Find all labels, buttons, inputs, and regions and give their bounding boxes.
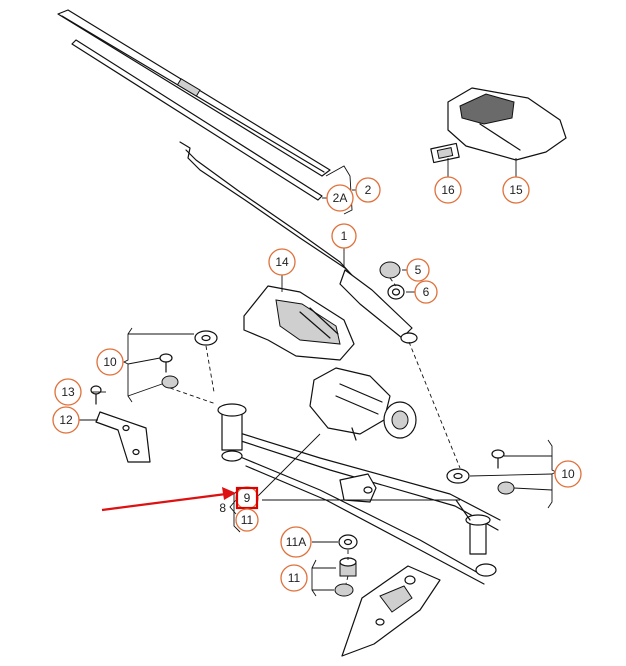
svg-text:5: 5 xyxy=(415,263,422,277)
svg-text:16: 16 xyxy=(441,183,455,197)
connector-16 xyxy=(430,142,460,164)
callout-14: 14 xyxy=(268,248,296,276)
wiper-motor xyxy=(309,367,417,441)
cover-15 xyxy=(447,87,567,161)
screw-13 xyxy=(90,385,102,405)
red-pointer-arrow xyxy=(101,487,236,512)
nut-11a xyxy=(338,534,358,550)
svg-text:11A: 11A xyxy=(286,535,306,549)
wiper-linkage-frame xyxy=(217,403,501,585)
callout-8: 8 xyxy=(219,499,237,515)
svg-text:11: 11 xyxy=(241,513,254,527)
grommet-11 xyxy=(334,583,354,597)
callout-16: 16 xyxy=(434,176,462,204)
svg-text:15: 15 xyxy=(509,183,523,197)
svg-text:11: 11 xyxy=(288,571,301,585)
callout-9-highlighted: 9 xyxy=(235,486,259,510)
svg-text:12: 12 xyxy=(59,413,73,427)
callout-13: 13 xyxy=(54,378,82,406)
grommet-10-left xyxy=(161,375,179,389)
nut-6 xyxy=(387,284,405,300)
callout-10-left: 10 xyxy=(96,348,124,376)
callout-2a: 2A xyxy=(326,184,354,212)
cap-5 xyxy=(379,261,401,279)
grommet-10-right xyxy=(497,481,515,495)
svg-text:10: 10 xyxy=(561,467,575,481)
screw-10-right xyxy=(491,449,505,469)
callout-15: 15 xyxy=(502,176,530,204)
svg-text:1: 1 xyxy=(341,229,348,243)
bracket-12 xyxy=(95,411,151,463)
svg-text:9: 9 xyxy=(244,491,251,505)
washer-10-right xyxy=(446,468,470,484)
wiper-arm-1 xyxy=(179,141,418,344)
callout-1: 1 xyxy=(331,223,357,249)
svg-text:2: 2 xyxy=(365,183,372,197)
svg-text:6: 6 xyxy=(423,285,430,299)
screw-10-left xyxy=(159,353,173,373)
svg-text:13: 13 xyxy=(61,385,75,399)
spacer-11 xyxy=(339,557,357,577)
callout-11-under-9: 11 xyxy=(235,508,259,532)
svg-text:10: 10 xyxy=(103,355,117,369)
svg-text:8: 8 xyxy=(219,501,226,515)
callout-11: 11 xyxy=(280,564,308,592)
wiper-blade-insert-2a xyxy=(71,39,323,201)
callout-10-right: 10 xyxy=(554,460,582,488)
svg-text:2A: 2A xyxy=(333,191,348,205)
leader-lines xyxy=(78,158,558,597)
callout-2: 2 xyxy=(355,177,381,203)
cover-14 xyxy=(243,285,355,361)
mounting-bracket xyxy=(341,565,441,657)
wiper-blade-2 xyxy=(57,9,331,177)
callout-5: 5 xyxy=(406,258,430,282)
callout-6: 6 xyxy=(414,280,438,304)
callout-11a: 11A xyxy=(280,526,312,558)
callout-12: 12 xyxy=(52,406,80,434)
svg-text:14: 14 xyxy=(275,255,289,269)
washer-10-left xyxy=(194,330,218,346)
